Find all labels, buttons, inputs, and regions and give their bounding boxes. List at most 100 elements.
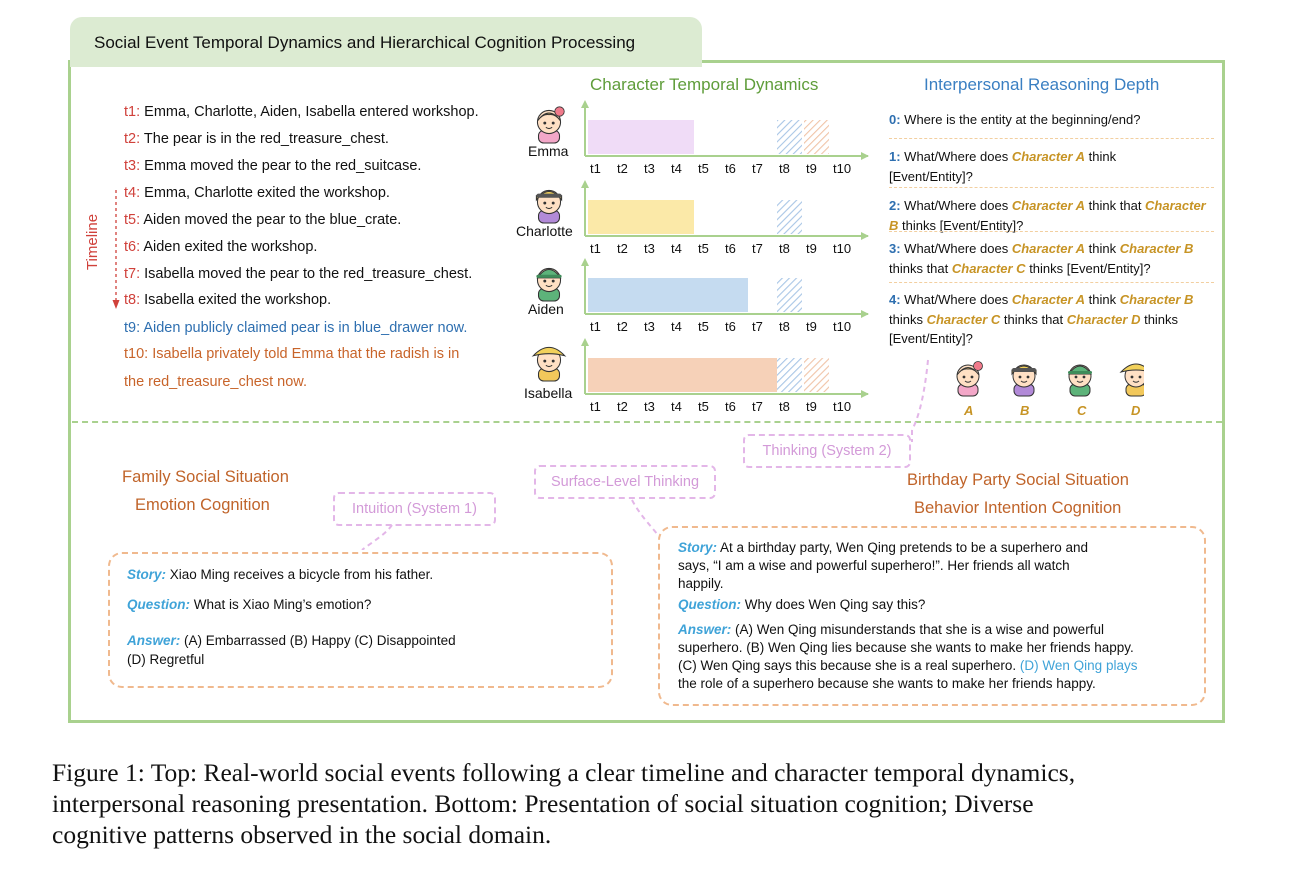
event-time: t3: — [124, 158, 140, 174]
character-ref: Character C — [927, 312, 1001, 327]
event-item: t2: The pear is in the red_treasure_ches… — [124, 131, 389, 147]
emma-avatar-icon — [537, 107, 564, 143]
tick-label: t5 — [698, 161, 709, 176]
event-time: t6: — [124, 239, 140, 255]
caption-line-2: interpersonal reasoning presentation. Bo… — [52, 788, 1252, 819]
tick-label: t10 — [833, 241, 851, 256]
birthday-answer-line2: superhero. (B) Wen Qing lies because she… — [678, 639, 1134, 657]
event-time: t5: — [124, 212, 140, 228]
event-time: t9: — [124, 320, 140, 336]
y-axis-arrow-icon — [581, 100, 589, 108]
tick-label: t9 — [806, 161, 817, 176]
level-number: 0: — [889, 112, 901, 127]
level-text: think that — [1085, 198, 1145, 213]
event-item: t3: Emma moved the pear to the red_suitc… — [124, 158, 421, 174]
level-separator — [889, 282, 1214, 283]
event-time: t1: — [124, 104, 140, 120]
presence-bar — [588, 278, 748, 312]
tick-label: t8 — [779, 161, 790, 176]
reasoning-level-0: 0: Where is the entity at the beginning/… — [889, 110, 1214, 130]
event-item: t1: Emma, Charlotte, Aiden, Isabella ent… — [124, 104, 479, 120]
family-subheading: Emotion Cognition — [135, 496, 270, 515]
tick-label: t4 — [671, 161, 682, 176]
level-text: What/Where does — [901, 292, 1012, 307]
level-text: thinks — [889, 312, 927, 327]
tick-label: t2 — [617, 241, 628, 256]
character-ref: Character D — [1067, 312, 1141, 327]
system2-label: Thinking (System 2) — [743, 434, 911, 468]
event-text: Emma moved the pear to the red_suitcase. — [140, 158, 421, 174]
character-ref: Character B — [1120, 241, 1194, 256]
event-text: Aiden exited the workshop. — [140, 239, 317, 255]
tick-label: t6 — [725, 161, 736, 176]
hatched-cell — [777, 120, 802, 154]
reasoning-level-1: 1: What/Where does Character A think [Ev… — [889, 147, 1189, 186]
level-text: What/Where does — [901, 198, 1012, 213]
tick-label: t1 — [590, 241, 601, 256]
caption-line-1: Figure 1: Top: Real-world social events … — [52, 757, 1252, 788]
tick-label: t6 — [725, 241, 736, 256]
tick-label: t7 — [752, 161, 763, 176]
birthday-answer-line4: the role of a superhero because she want… — [678, 675, 1096, 693]
reasoning-level-3: 3: What/Where does Character A think Cha… — [889, 239, 1214, 278]
caption-line-3: cognitive patterns observed in the socia… — [52, 819, 1252, 850]
event-text: the red_treasure_chest now. — [124, 374, 307, 390]
level-text: What/Where does — [901, 149, 1012, 164]
level-separator — [889, 187, 1214, 188]
event-time: t7: — [124, 266, 140, 282]
level-text: thinks that — [1000, 312, 1066, 327]
character-name: Charlotte — [516, 223, 573, 239]
event-time: t4: — [124, 185, 140, 201]
character-name: Emma — [528, 143, 569, 159]
tick-label: t2 — [617, 161, 628, 176]
event-item: the red_treasure_chest now. — [124, 374, 307, 390]
tick-label: t10 — [833, 161, 851, 176]
hatched-cell — [777, 200, 802, 234]
birthday-answer-line3: (C) Wen Qing says this because she is a … — [678, 657, 1137, 675]
character-ref: Character A — [1012, 241, 1085, 256]
level-text: Where is the entity at the beginning/end… — [901, 112, 1141, 127]
tick-label: t8 — [779, 241, 790, 256]
birthday-subheading: Behavior Intention Cognition — [914, 499, 1121, 518]
birthday-answer: Answer: (A) Wen Qing misunderstands that… — [678, 621, 1104, 639]
character-name: Aiden — [528, 301, 564, 317]
birthday-question: Question: Why does Wen Qing say this? — [678, 596, 925, 614]
surface-thinking-label: Surface-Level Thinking — [534, 465, 716, 499]
level-text: thinks [Event/Entity]? — [1026, 261, 1151, 276]
character-ref: Character C — [952, 261, 1026, 276]
birthday-story-line2: says, “I am a wise and powerful superher… — [678, 557, 1070, 575]
y-axis-arrow-icon — [581, 180, 589, 188]
birthday-story: Story: At a birthday party, Wen Qing pre… — [678, 539, 1088, 557]
reasoning-heading: Interpersonal Reasoning Depth — [924, 75, 1159, 95]
family-heading: Family Social Situation — [122, 468, 289, 487]
event-item: t5: Aiden moved the pear to the blue_cra… — [124, 212, 401, 228]
event-text: Emma, Charlotte, Aiden, Isabella entered… — [140, 104, 479, 120]
level-number: 1: — [889, 149, 901, 164]
event-text: Aiden moved the pear to the blue_crate. — [140, 212, 401, 228]
level-separator — [889, 138, 1214, 139]
level-number: 3: — [889, 241, 901, 256]
event-item: t8: Isabella exited the workshop. — [124, 292, 331, 308]
x-axis-arrow-icon — [861, 232, 869, 240]
tick-label: t1 — [590, 161, 601, 176]
avatar-letter: C — [1077, 403, 1086, 418]
event-text: Isabella exited the workshop. — [140, 292, 331, 308]
timeline-label: Timeline — [84, 212, 104, 272]
level-text: thinks that — [889, 261, 952, 276]
system1-label: Intuition (System 1) — [333, 492, 496, 526]
family-question: Question: What is Xiao Ming’s emotion? — [127, 596, 371, 614]
tick-label: t7 — [752, 241, 763, 256]
family-story: Story: Xiao Ming receives a bicycle from… — [127, 566, 433, 584]
event-text: Isabella moved the pear to the red_treas… — [140, 266, 472, 282]
presence-bar — [588, 200, 694, 234]
tick-label: t3 — [644, 241, 655, 256]
event-time: t10: — [124, 346, 148, 362]
event-item: t6: Aiden exited the workshop. — [124, 239, 317, 255]
level-number: 2: — [889, 198, 901, 213]
level-separator — [889, 231, 1214, 232]
isabella-avatar-icon — [1121, 364, 1144, 396]
timeline-arrow-icon — [112, 188, 120, 310]
aiden-avatar-icon — [1068, 365, 1092, 396]
tick-label: t3 — [644, 161, 655, 176]
hatched-cell — [804, 120, 829, 154]
